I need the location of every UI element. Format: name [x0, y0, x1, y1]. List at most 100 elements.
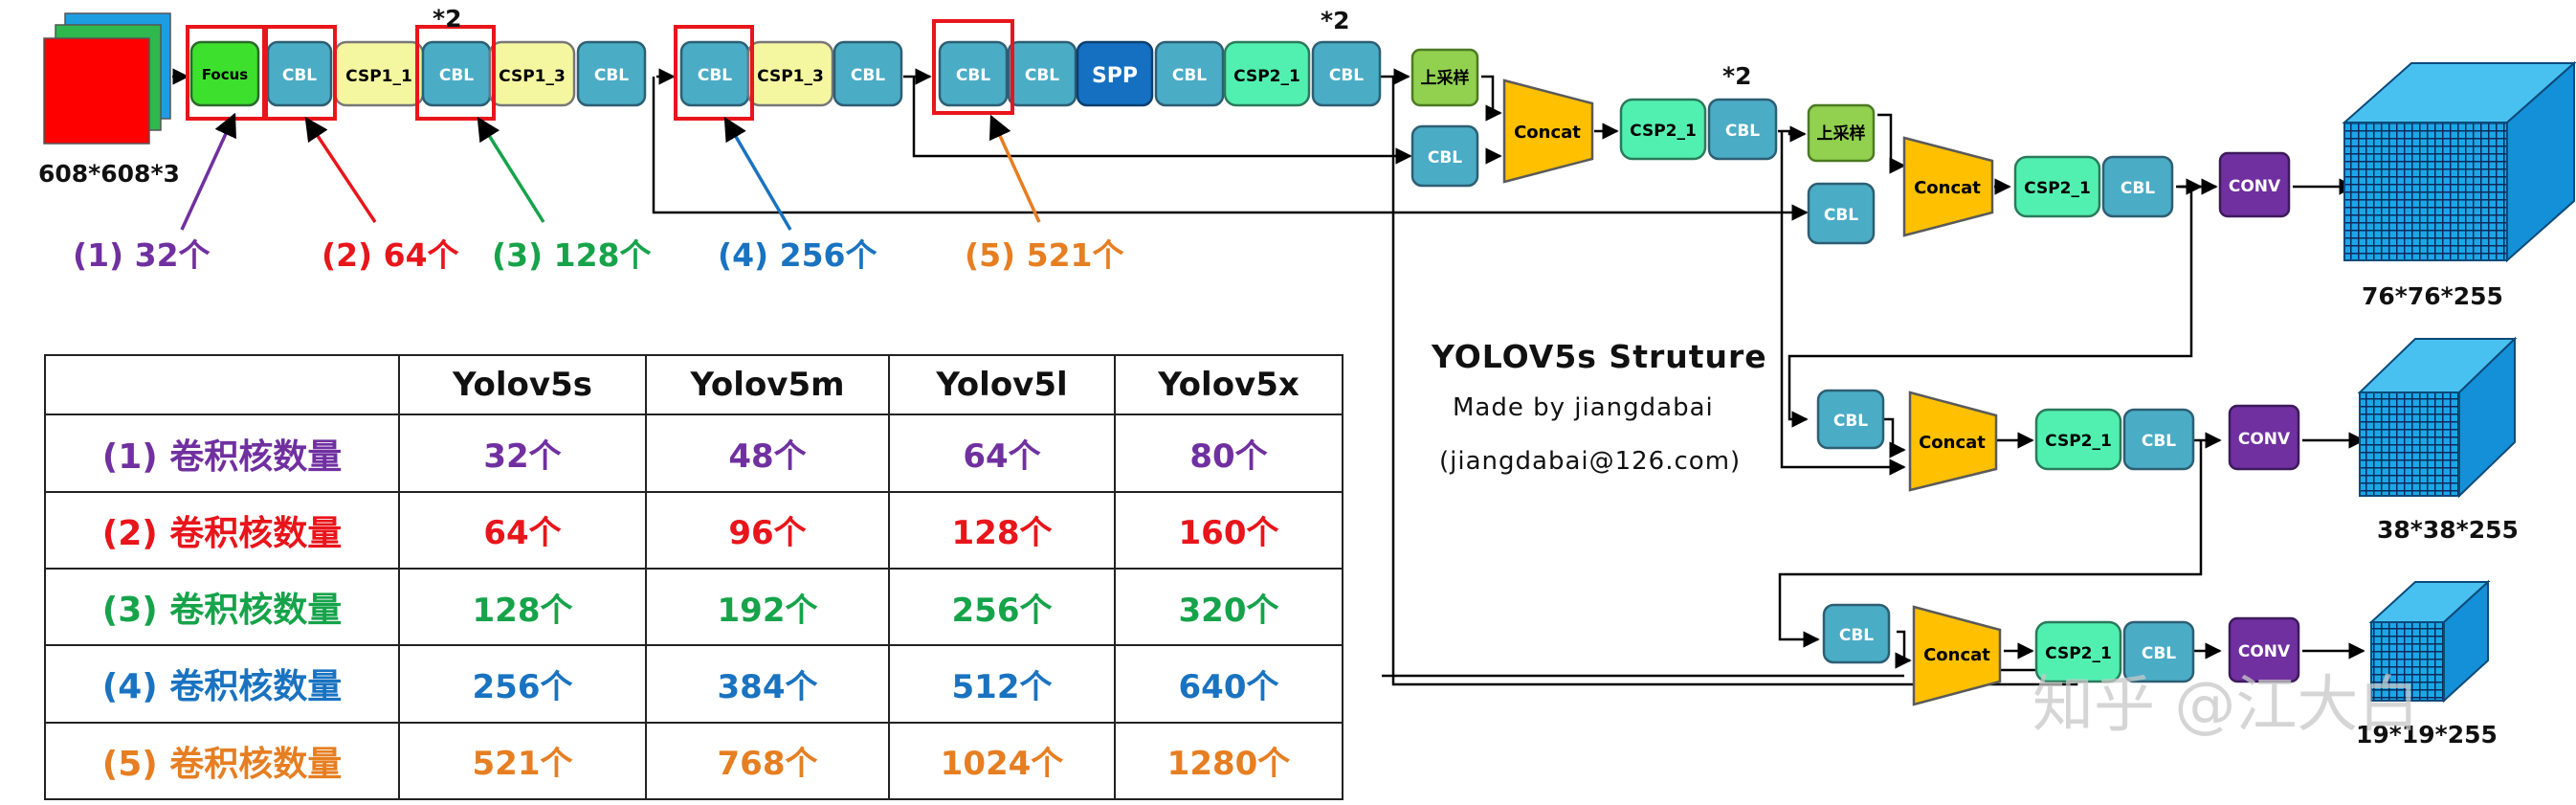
csp2-1-node-1 [1223, 40, 1311, 107]
table-row: (3) 卷积核数量 128个 192个 256个 320个 [44, 568, 1344, 647]
table-cell: 64个 [398, 490, 647, 570]
cbl-label-10: CBL [1428, 148, 1462, 168]
csp2-1-label-4: CSP2_1 [2045, 432, 2112, 451]
csp1-3-node-1 [488, 40, 576, 107]
row-label: (2) 卷积核数量 [44, 490, 400, 570]
diagram-author: Made by jiangdabai [1453, 393, 1714, 422]
spp-label: SPP [1092, 64, 1138, 88]
cbl-label-17: CBL [2142, 644, 2176, 663]
csp2-1-node-3 [2013, 155, 2101, 218]
concat-node-3 [1908, 391, 1998, 492]
annotation-label-4: (4) 256个 [718, 236, 877, 274]
cbl-node-14 [1816, 389, 1885, 450]
output-cube-3 [2368, 579, 2491, 704]
table-cell: 512个 [888, 644, 1116, 724]
csp2-1-label-3: CSP2_1 [2024, 179, 2091, 198]
table-header-row: Yolov5s Yolov5m Yolov5l Yolov5x [44, 353, 1344, 416]
cbl-node-13 [2101, 155, 2174, 218]
table-cell: 128个 [888, 490, 1116, 570]
concat-label-3: Concat [1919, 433, 1986, 453]
table-cell: 32个 [398, 414, 647, 493]
cbl-node-5 [833, 40, 903, 107]
multiplier-label-3: *2 [1722, 62, 1751, 90]
output-label-3: 19*19*255 [2356, 721, 2498, 749]
input-image [43, 12, 171, 145]
table-row: (1) 卷积核数量 32个 48个 64个 80个 [44, 414, 1344, 493]
cbl-label-8: CBL [1172, 66, 1207, 85]
cbl-node-3 [576, 40, 647, 107]
conv-node-1 [2218, 151, 2291, 218]
csp1-3-label-2: CSP1_3 [757, 67, 824, 86]
highlight-boxes [186, 19, 1014, 121]
csp2-1-node-4 [2034, 408, 2122, 471]
concat-node-4 [1912, 605, 2002, 706]
cbl-node-11 [1707, 98, 1778, 161]
annotation-label-2: (2) 64个 [322, 236, 459, 274]
row-label: (4) 卷积核数量 [44, 644, 400, 724]
cbl-label-3: CBL [594, 66, 629, 85]
model-comparison-table: Yolov5s Yolov5m Yolov5l Yolov5x (1) 卷积核数… [44, 353, 1344, 801]
upsample-label-2: 上采样 [1817, 123, 1866, 144]
output-label-2: 38*38*255 [2377, 516, 2519, 544]
conv-node-2 [2228, 404, 2300, 471]
neck-head: 上采样 CBL Concat CSP2_1 CBL 上采样 CBL Concat… [1410, 48, 2300, 706]
cbl-node-7 [1007, 40, 1077, 107]
cbl-node-10 [1410, 124, 1479, 188]
multiplier-label-1: *2 [433, 5, 461, 33]
table-cell: 48个 [645, 414, 890, 493]
cbl-label-6: CBL [956, 66, 990, 85]
watermark: 知乎 @江大白 [2032, 670, 2419, 741]
cbl-label-2: CBL [439, 66, 474, 85]
cbl-label-11: CBL [1725, 122, 1760, 141]
table-cell: 384个 [645, 644, 890, 724]
connections [172, 68, 2365, 686]
concat-label-1: Concat [1514, 123, 1581, 143]
cbl-node-9 [1311, 40, 1382, 107]
diagram-title: YOLOV5s Struture [1431, 338, 1767, 375]
cbl-node-6 [938, 40, 1009, 107]
table-cell: 768个 [645, 721, 890, 801]
cbl-label-13: CBL [2121, 179, 2155, 198]
output-label-1: 76*76*255 [2362, 282, 2503, 310]
row-label: (3) 卷积核数量 [44, 568, 400, 647]
table-cell: 80个 [1114, 414, 1344, 493]
spp-node [1076, 40, 1154, 107]
cbl-label-15: CBL [2142, 432, 2176, 451]
cbl-node-12 [1807, 182, 1876, 245]
conv-label-1: CONV [2229, 177, 2281, 196]
table-cell: 640个 [1114, 644, 1344, 724]
cbl-label-7: CBL [1025, 66, 1059, 85]
cbl-node-16 [1822, 603, 1891, 664]
table-cell: 256个 [398, 644, 647, 724]
csp2-1-label-1: CSP2_1 [1233, 67, 1300, 86]
conv-label-2: CONV [2238, 430, 2291, 449]
annotation-label-1: (1) 32个 [73, 236, 211, 274]
cbl-label-4: CBL [698, 66, 732, 85]
annotation-arrows [180, 112, 1041, 231]
upsample-label-1: 上采样 [1421, 68, 1470, 88]
table-cell: 96个 [645, 490, 890, 570]
cbl-label-12: CBL [1824, 206, 1858, 225]
table-header-cell: Yolov5l [888, 353, 1116, 416]
cbl-label-1: CBL [282, 66, 317, 85]
csp2-1-label-2: CSP2_1 [1630, 122, 1697, 141]
table-row: (2) 卷积核数量 64个 96个 128个 160个 [44, 490, 1344, 570]
cbl-label-14: CBL [1833, 412, 1868, 431]
table-header-cell: Yolov5x [1114, 353, 1344, 416]
upsample-node-2 [1807, 103, 1876, 163]
table-cell: 256个 [888, 568, 1116, 647]
cbl-node-8 [1154, 40, 1225, 107]
csp1-3-node-2 [746, 40, 834, 107]
concat-node-1 [1502, 78, 1594, 184]
table-cell: 192个 [645, 568, 890, 647]
backbone-chain: Focus CBL CSP1_1 CBL CSP1_3 CBL CBL CSP1… [189, 40, 1382, 107]
csp1-1-label: CSP1_1 [345, 67, 412, 86]
table-cell: 521个 [398, 721, 647, 801]
diagram-email: (jiangdabai@126.com) [1439, 447, 1741, 476]
table-cell: 1280个 [1114, 721, 1344, 801]
table-row: (4) 卷积核数量 256个 384个 512个 640个 [44, 644, 1344, 724]
cbl-node-17 [2122, 620, 2195, 683]
table-header-cell [44, 353, 400, 416]
cbl-label-5: CBL [851, 66, 885, 85]
